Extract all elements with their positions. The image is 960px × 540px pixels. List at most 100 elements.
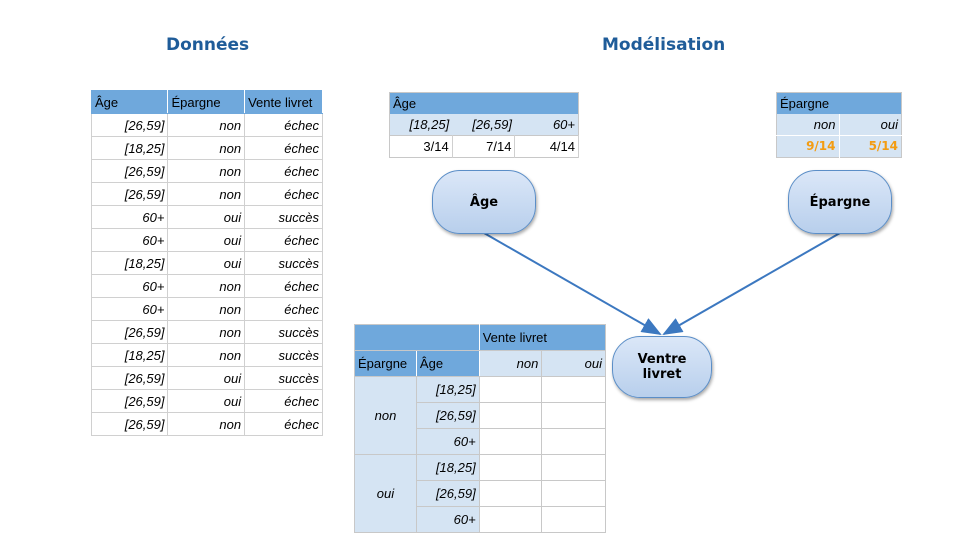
vente-cpt-cell[interactable] xyxy=(478,402,543,429)
data-cell-age: [26,59] xyxy=(90,182,169,206)
age-prob-category: 60+ xyxy=(552,117,575,132)
vente-cpt-table: Vente livret Épargne Âge non oui non [18… xyxy=(354,324,607,533)
epargne-prob-value: 5/14 xyxy=(868,139,898,154)
vente-cpt-corner xyxy=(354,324,480,351)
vente-cpt-age-value: [26,59] xyxy=(415,480,480,507)
vente-cpt-outcome: oui xyxy=(541,350,606,377)
data-cell-vente: échec xyxy=(244,182,323,206)
vente-cpt-age-value: [18,25] xyxy=(415,454,480,481)
node-epargne[interactable]: Épargne xyxy=(788,170,892,234)
data-cell-epargne: non xyxy=(167,297,246,321)
vente-cpt-epargne-value: non xyxy=(354,376,417,455)
data-cell-epargne: non xyxy=(167,274,246,298)
epargne-prob-header: Épargne xyxy=(776,92,902,114)
vente-cpt-subheader-row: Épargne Âge non oui xyxy=(354,350,606,377)
age-prob-header-row: Âge xyxy=(389,92,579,114)
epargne-prob-value: 9/14 xyxy=(776,135,840,157)
vente-cpt-cell[interactable] xyxy=(478,428,543,455)
node-age[interactable]: Âge xyxy=(432,170,536,234)
data-cell-age: [26,59] xyxy=(90,113,169,137)
epargne-prob-category-row: non oui xyxy=(776,114,902,136)
vente-cpt-cell[interactable] xyxy=(541,506,606,533)
data-cell-age: [18,25] xyxy=(90,343,169,367)
age-prob-value: 3/14 xyxy=(389,135,453,157)
epargne-prob-value-row: 9/14 5/14 xyxy=(776,135,902,157)
vente-cpt-cell[interactable] xyxy=(541,402,606,429)
vente-cpt-cell[interactable] xyxy=(541,454,606,481)
vente-cpt-row: [26,59] xyxy=(355,480,606,507)
data-cell-age: [18,25] xyxy=(90,251,169,275)
vente-cpt-col-epargne: Épargne xyxy=(354,350,417,377)
data-cell-epargne: oui xyxy=(167,366,246,390)
vente-cpt-col-age: Âge xyxy=(415,350,480,377)
age-prob-value: 4/14 xyxy=(514,135,579,157)
data-cell-epargne: oui xyxy=(167,205,246,229)
vente-cpt-cell[interactable] xyxy=(478,480,543,507)
vente-cpt-target-header: Vente livret xyxy=(478,324,607,351)
epargne-prob-category: oui xyxy=(880,117,898,132)
data-cell-age: [26,59] xyxy=(90,320,169,344)
arrow-age-to-vente xyxy=(483,232,662,335)
age-prob-value-row: 3/14 7/14 4/14 xyxy=(389,135,579,157)
vente-cpt-age-value: 60+ xyxy=(415,428,480,455)
data-table-header-row: Âge Épargne Vente livret xyxy=(90,90,323,114)
age-prob-category: [26,59] xyxy=(472,117,512,132)
age-prob-value: 7/14 xyxy=(452,135,516,157)
epargne-prob-table: Épargne non oui 9/14 5/14 xyxy=(776,92,902,158)
header-age: Âge xyxy=(90,90,169,114)
data-cell-vente: échec xyxy=(244,389,323,413)
data-cell-epargne: non xyxy=(167,182,246,206)
data-cell-epargne: oui xyxy=(167,389,246,413)
vente-cpt-row: oui [18,25] xyxy=(354,454,606,533)
vente-cpt-cell[interactable] xyxy=(478,506,543,533)
data-cell-age: [26,59] xyxy=(90,412,169,436)
vente-cpt-cell[interactable] xyxy=(541,428,606,455)
vente-cpt-epargne-value: oui xyxy=(354,454,417,533)
vente-cpt-cell[interactable] xyxy=(478,376,543,403)
epargne-prob-category: non xyxy=(776,114,840,136)
data-cell-vente: succès xyxy=(244,205,323,229)
vente-cpt-age-value: [18,25] xyxy=(415,376,480,403)
data-cell-epargne: non xyxy=(167,159,246,183)
vente-cpt-cell[interactable] xyxy=(541,376,606,403)
vente-cpt-outcome: non xyxy=(478,350,543,377)
data-cell-vente: échec xyxy=(244,136,323,160)
vente-cpt-age-value: 60+ xyxy=(415,506,480,533)
vente-cpt-header-row: Vente livret xyxy=(354,324,607,351)
vente-cpt-row: 60+ xyxy=(355,428,606,455)
donnees-title: Données xyxy=(166,35,250,55)
arrow-epargne-to-vente xyxy=(662,232,841,335)
vente-cpt-age-value: [26,59] xyxy=(415,402,480,429)
vente-cpt-row: 60+ xyxy=(355,506,606,533)
data-cell-epargne: non xyxy=(167,113,246,137)
data-cell-vente: succès xyxy=(244,320,323,344)
modelisation-title: Modélisation xyxy=(602,35,726,55)
vente-cpt-row: [26,59] xyxy=(355,402,606,429)
vente-cpt-cell[interactable] xyxy=(541,480,606,507)
data-cell-vente: succès xyxy=(244,343,323,367)
epargne-prob-header-row: Épargne xyxy=(776,92,902,114)
vente-cpt-row: non [18,25] xyxy=(354,376,606,455)
data-cell-age: [26,59] xyxy=(90,366,169,390)
node-vente-livret[interactable]: Ventre livret xyxy=(612,336,712,398)
vente-cpt-cell[interactable] xyxy=(478,454,543,481)
age-prob-table: Âge [18,25] [26,59] 60+ 3/14 7/14 4/14 xyxy=(389,92,579,158)
data-cell-vente: échec xyxy=(244,159,323,183)
age-prob-category-row: [18,25] [26,59] 60+ xyxy=(389,114,579,136)
age-prob-category: [18,25] xyxy=(409,117,450,132)
age-prob-header: Âge xyxy=(389,92,579,114)
data-cell-age: 60+ xyxy=(90,297,169,321)
